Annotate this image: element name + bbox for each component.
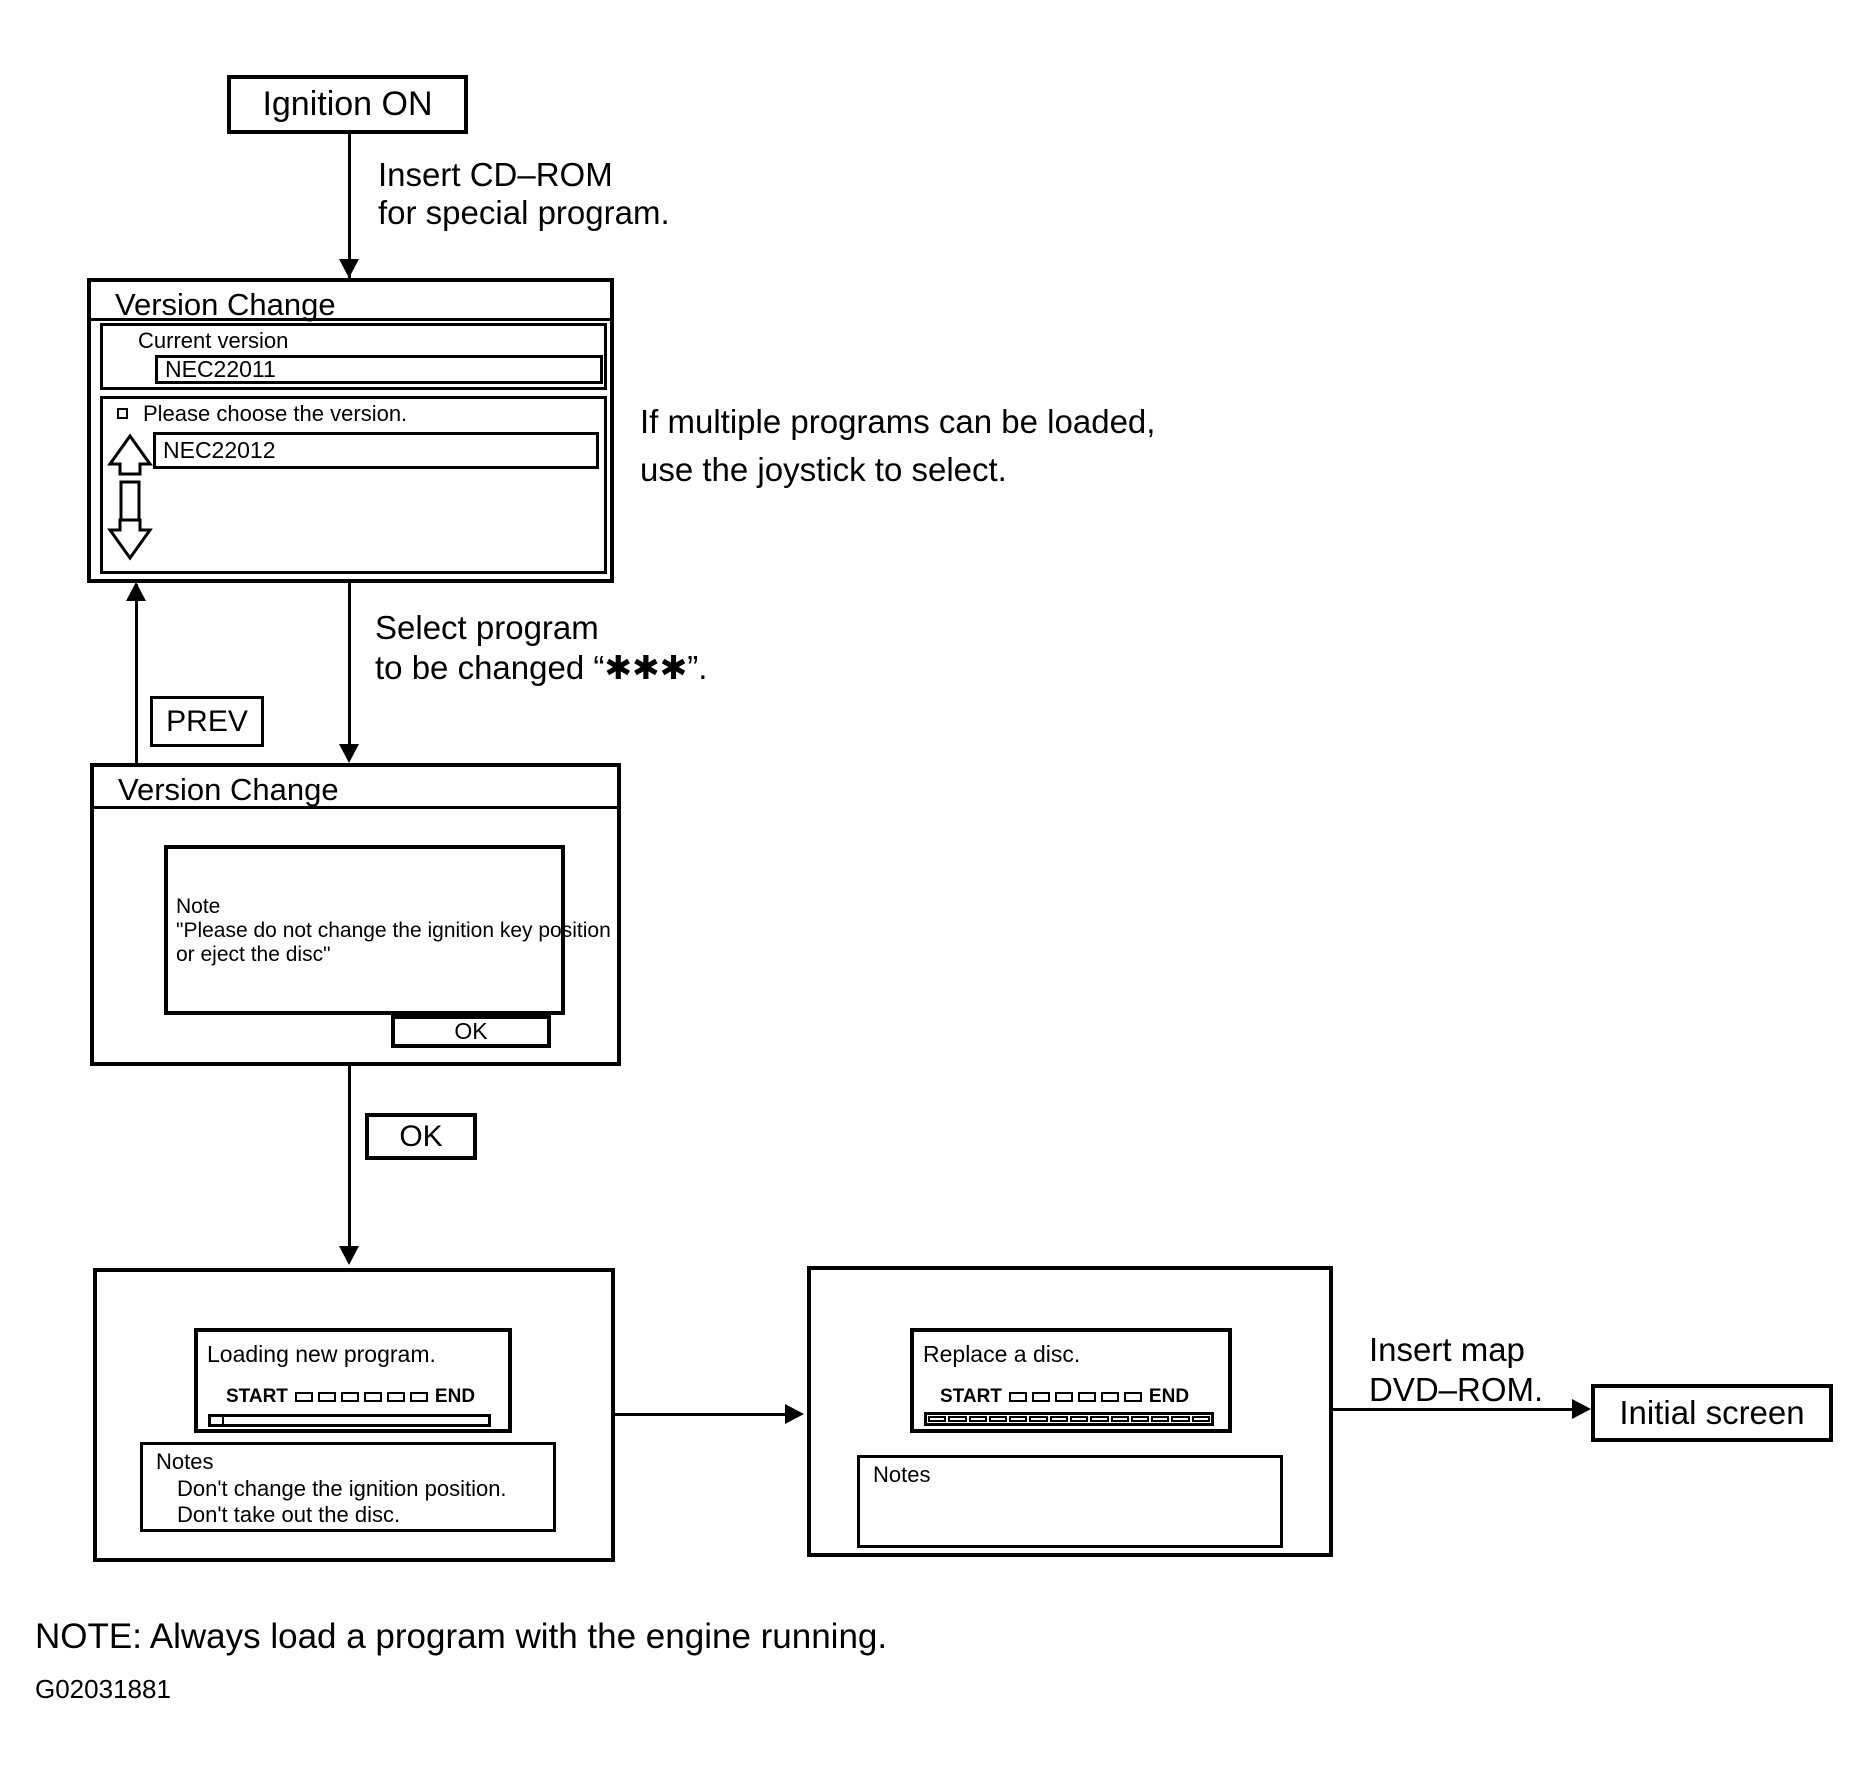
edge-label-insert-cdrom: Insert CD–ROM for special program. [378,156,670,232]
arrowhead-down-icon [339,744,359,763]
notes-title: Notes [873,1462,931,1487]
choose-version-prompt: Please choose the version. [143,401,408,426]
ok-node: OK [365,1113,477,1160]
replace-message: Replace a disc. [923,1341,1081,1367]
segment-icons [1008,1392,1142,1402]
loading-message: Loading new program. [207,1341,436,1367]
arrowhead-right-icon [1572,1399,1591,1419]
edge-label-insert-cdrom-line1: Insert CD–ROM [378,156,613,193]
edge-label-insert-map-line2: DVD–ROM. [1369,1371,1544,1408]
end-label: END [434,1386,476,1407]
arrowhead-right-icon [785,1404,804,1424]
panel-choose-version: Please choose the version. NEC22012 [100,396,607,574]
notes-line1: Don't change the ignition position. [177,1476,507,1501]
screen-replace-disc: Replace a disc. START END Notes [807,1266,1333,1557]
loading-progress-bar [208,1414,491,1427]
scroll-updown-icon [107,433,153,561]
replace-notes-panel: Notes [857,1455,1283,1548]
connector-loading-to-replace [615,1413,787,1416]
edge-label-insert-cdrom-line2: for special program. [378,194,670,231]
selected-version-value: NEC22012 [163,437,276,463]
connector-vc2-to-vc1 [135,584,138,763]
arrowhead-down-icon [339,259,359,278]
annotation-joystick: If multiple programs can be loaded, use … [640,398,1155,494]
note-dialog-text: Note "Please do not change the ignition … [176,895,611,967]
node-initial-screen-label: Initial screen [1619,1394,1805,1431]
node-initial-screen: Initial screen [1591,1384,1833,1442]
connector-vc1-to-vc2 [348,582,351,746]
progress-start-cell [211,1417,224,1424]
loading-start-end-row: START END [226,1386,476,1407]
screen-vc1-title: Version Change [115,287,336,322]
prev-button-label: PREV [166,704,248,738]
square-bullet-icon [117,408,128,419]
annotation-joystick-line2: use the joystick to select. [640,451,1007,488]
footer-note: NOTE: Always load a program with the eng… [35,1617,888,1656]
current-version-field: NEC22011 [155,355,603,384]
replace-progress-bar [924,1412,1214,1426]
screen-version-change-1: Version Change Current version NEC22011 … [87,278,614,583]
connector-replace-to-initial [1333,1408,1574,1411]
connector-vc2-to-loading [348,1066,351,1246]
selected-version-field: NEC22012 [153,432,599,469]
screen-loading: Loading new program. START END Notes Don… [93,1268,615,1562]
note-dialog: Note "Please do not change the ignition … [164,845,611,1015]
dialog-ok-button-label: OK [454,1018,488,1044]
dialog-ok-button: OK [391,1015,551,1048]
annotation-joystick-line1: If multiple programs can be loaded, [640,403,1156,440]
connector-ignition-to-vc1 [348,134,351,280]
screen-vc2-title: Version Change [118,772,339,807]
node-ignition-on-label: Ignition ON [262,85,433,123]
note-dialog-line1: "Please do not change the ignition key p… [176,919,611,942]
arrowhead-down-icon [339,1246,359,1265]
figure-code: G02031881 [35,1674,171,1704]
note-dialog-line2: or eject the disc" [176,943,331,966]
replace-dialog: Replace a disc. START END [910,1328,1232,1433]
edge-label-insert-map-line1: Insert map [1369,1331,1525,1368]
end-label: END [1148,1386,1190,1407]
edge-label-select-program-line2: to be changed “✱✱✱”. [375,649,708,686]
arrowhead-up-icon [126,582,146,601]
node-ignition-on: Ignition ON [227,75,468,134]
ok-node-label: OK [399,1119,443,1153]
edge-label-select-program: Select program to be changed “✱✱✱”. [375,608,707,688]
edge-label-select-program-line1: Select program [375,609,599,646]
start-label: START [940,1386,1002,1407]
progress-cells [927,1415,1211,1423]
prev-button: PREV [150,696,264,747]
title-separator [91,318,610,321]
segment-icons [294,1392,428,1402]
loading-dialog: Loading new program. START END [194,1328,512,1433]
notes-line2: Don't take out the disc. [177,1502,401,1527]
edge-label-insert-map: Insert map DVD–ROM. [1369,1330,1543,1410]
screen-version-change-2: Version Change Note "Please do not chang… [90,763,621,1066]
notes-title: Notes [156,1449,214,1474]
note-dialog-title: Note [176,895,221,918]
start-label: START [226,1386,288,1407]
current-version-value: NEC22011 [165,356,276,382]
loading-notes-panel: Notes Don't change the ignition position… [140,1442,556,1532]
replace-start-end-row: START END [940,1386,1190,1407]
title-separator [94,806,617,809]
panel-current-version: Current version NEC22011 [100,323,607,390]
current-version-label: Current version [138,328,289,353]
